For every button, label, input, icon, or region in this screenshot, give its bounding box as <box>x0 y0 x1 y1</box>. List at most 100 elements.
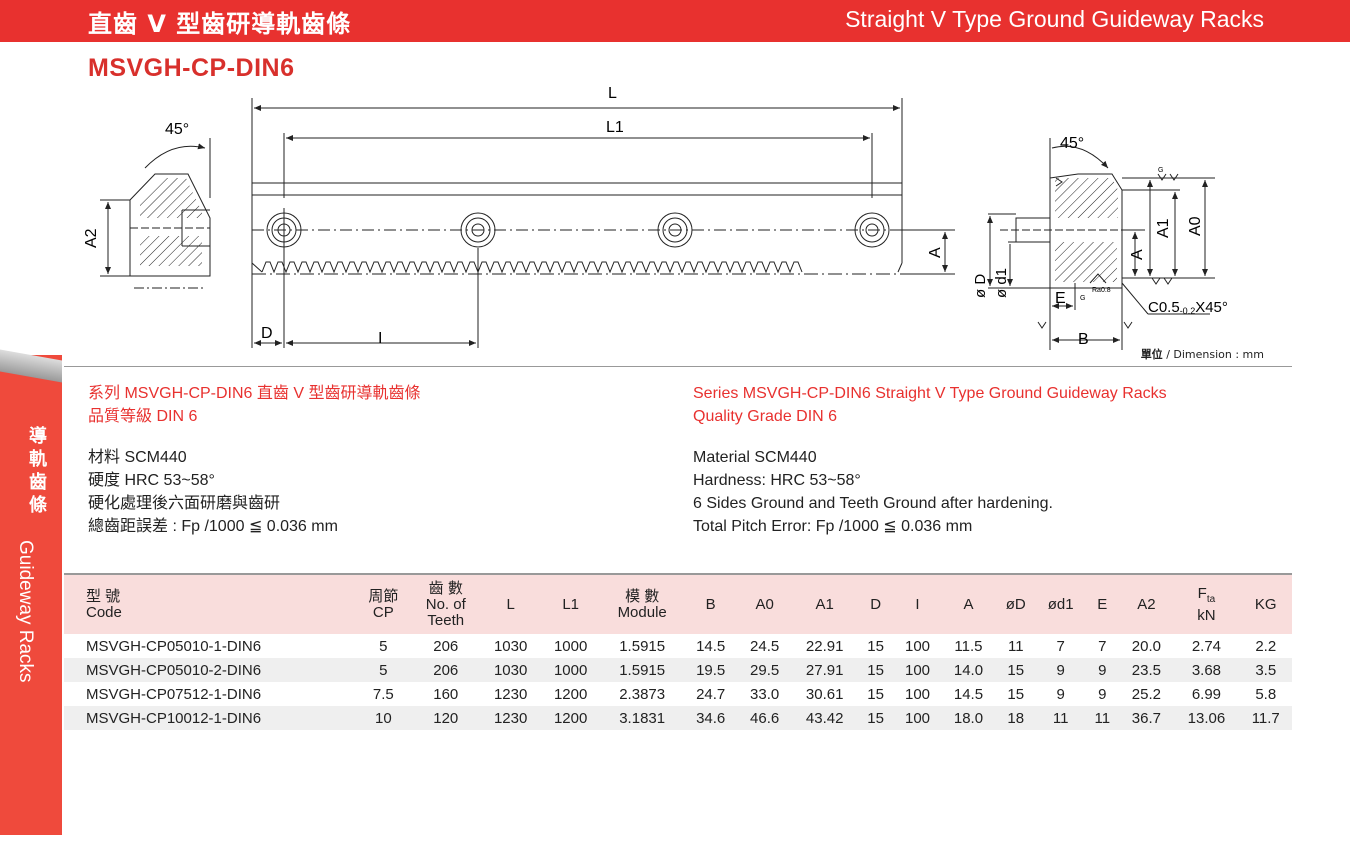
label-b: B <box>1078 331 1089 348</box>
table-cell: 3.1831 <box>619 709 666 727</box>
info-zh: 系列 MSVGH-CP-DIN6 直齒 V 型齒研導軌齒條 品質等級 DIN 6… <box>88 382 420 538</box>
table-cell: 9 <box>1056 685 1065 703</box>
table-cell: 7 <box>1056 637 1065 655</box>
right-section-view <box>987 138 1215 350</box>
table-cell: 15 <box>867 709 884 727</box>
info-en-series: Series MSVGH-CP-DIN6 Straight V Type Gro… <box>693 385 1167 402</box>
table-cell: 46.6 <box>750 709 780 727</box>
header-title-en: Straight V Type Ground Guideway Racks <box>845 6 1264 32</box>
info-en: Series MSVGH-CP-DIN6 Straight V Type Gro… <box>693 382 1167 538</box>
header-bar: 直齒 V 型齒研導軌齒條 Straight V Type Ground Guid… <box>0 0 1350 42</box>
table-cell: 120 <box>433 709 459 727</box>
model-title: MSVGH-CP-DIN6 <box>88 54 295 82</box>
table-cell: 20.0 <box>1131 637 1161 655</box>
table-cell: 33.0 <box>750 685 780 703</box>
info-zh-pitch: 總齒距誤差 : Fp /1000 ≦ 0.036 mm <box>88 518 338 535</box>
cell-code: MSVGH-CP05010-2-DIN6 <box>86 661 262 679</box>
table-cell: 22.91 <box>805 637 844 655</box>
th-phid1: ød1 <box>1047 595 1074 613</box>
info-en-material: Material SCM440 <box>693 449 817 466</box>
table-cell: 11 <box>1052 709 1069 727</box>
table-cell: 15 <box>867 661 884 679</box>
th-a2: A2 <box>1137 595 1156 613</box>
table-cell: 100 <box>904 709 931 727</box>
label-angle-left: 45° <box>165 121 189 138</box>
grind-mark-top: G <box>1158 167 1163 174</box>
table-cell: 9 <box>1056 661 1065 679</box>
cell-code: MSVGH-CP05010-1-DIN6 <box>86 637 262 655</box>
header-title-zh: 直齒 V 型齒研導軌齒條 <box>88 10 352 38</box>
table-cell: 2.74 <box>1191 637 1222 655</box>
label-e: E <box>1055 290 1066 307</box>
cell-code: MSVGH-CP10012-1-DIN6 <box>86 709 262 727</box>
th-a: A <box>963 595 974 613</box>
th-l: L <box>506 595 515 613</box>
side-tab <box>0 349 62 835</box>
table-cell: 18.0 <box>953 709 984 727</box>
label-ra: Ra0.8 <box>1092 287 1111 294</box>
label-i: I <box>378 330 382 347</box>
table-cell: 1030 <box>493 637 528 655</box>
table-cell: 9 <box>1098 685 1107 703</box>
th-b: B <box>705 595 716 613</box>
table-cell: 15 <box>867 637 884 655</box>
info-en-process: 6 Sides Ground and Teeth Ground after ha… <box>693 495 1053 512</box>
table-cell: 36.7 <box>1131 709 1161 727</box>
table-cell: 30.61 <box>805 685 844 703</box>
th-i: I <box>915 595 920 613</box>
th-e: E <box>1097 595 1108 613</box>
table-cell: 15 <box>1007 685 1025 703</box>
table-cell: 11.7 <box>1251 709 1280 727</box>
table-cell: 1030 <box>493 661 528 679</box>
table-cell: 19.5 <box>696 661 726 679</box>
table-cell: 1000 <box>553 637 588 655</box>
rack-thumbnail <box>0 349 62 383</box>
info-zh-hardness: 硬度 HRC 53~58° <box>88 472 215 489</box>
table-cell: 18 <box>1007 709 1025 727</box>
table-cell: 14.5 <box>953 685 984 703</box>
table-cell: 27.91 <box>805 661 844 679</box>
table-cell: 3.68 <box>1191 661 1222 679</box>
left-end-view <box>100 138 211 289</box>
label-chamfer: C0.5-0.2X45° <box>1148 299 1228 316</box>
table-cell: 29.5 <box>750 661 780 679</box>
th-a1: A1 <box>815 595 834 613</box>
th-l1: L1 <box>562 595 579 613</box>
th-d: D <box>870 595 882 613</box>
table-cell: 6.99 <box>1191 685 1222 703</box>
info-en-grade: Quality Grade DIN 6 <box>693 408 838 425</box>
table-cell: 14.5 <box>696 637 726 655</box>
divider <box>64 366 1292 367</box>
table-cell: 11 <box>1007 637 1024 655</box>
label-a2: A2 <box>83 228 100 248</box>
info-zh-process: 硬化處理後六面研磨與齒研 <box>88 495 281 512</box>
th-phid: øD <box>1005 595 1026 613</box>
label-phid: ø D <box>972 274 989 298</box>
table-cell: 5 <box>379 661 388 679</box>
label-a-right: A <box>1129 249 1146 260</box>
table-cell: 15 <box>867 685 884 703</box>
label-d: D <box>261 325 273 342</box>
table-cell: 1230 <box>493 685 528 703</box>
unit-note: 單位 / Dimension : mm <box>1140 348 1264 361</box>
info-zh-series: 系列 MSVGH-CP-DIN6 直齒 V 型齒研導軌齒條 <box>88 385 421 402</box>
table-cell: 100 <box>904 685 931 703</box>
table-cell: 1000 <box>553 661 588 679</box>
table-cell: 24.5 <box>750 637 780 655</box>
th-a0: A0 <box>755 595 774 613</box>
side-tab-en: Guideway Racks <box>15 540 36 683</box>
label-a0: A0 <box>1187 216 1204 236</box>
table-cell: 5.8 <box>1255 685 1277 703</box>
table-cell: 9 <box>1098 661 1107 679</box>
table-cell: 5 <box>379 637 388 655</box>
info-zh-material: 材料 SCM440 <box>88 449 187 466</box>
